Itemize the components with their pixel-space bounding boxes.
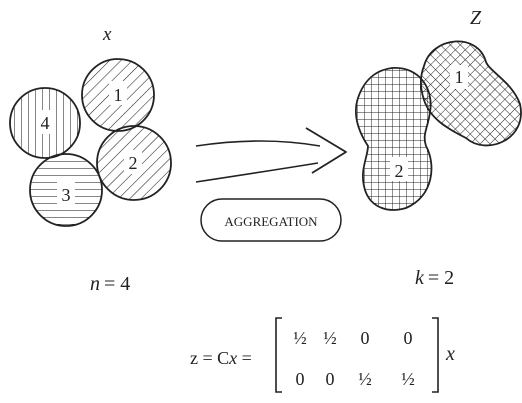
- matrix-cell: 0: [296, 369, 305, 389]
- matrix-cell: ½: [293, 328, 307, 348]
- circle-3-label: 3: [62, 185, 71, 205]
- arrow-shaft-top: [195, 140, 321, 147]
- matrix-cell: 0: [326, 369, 335, 389]
- blob-2-label: 2: [395, 161, 404, 181]
- blob-1-label: 1: [455, 67, 464, 87]
- arrow-head-icon: [305, 127, 347, 174]
- matrix-cell: 0: [404, 328, 413, 348]
- left-group: x 1 4 2 3 n= 4: [9, 24, 172, 295]
- equation-lhs: z = Cx =: [190, 348, 252, 368]
- matrix-cell: ½: [323, 328, 337, 348]
- matrix-right-bracket: [432, 317, 439, 393]
- matrix-cell: 0: [361, 328, 370, 348]
- right-count: k= 2: [415, 267, 454, 289]
- arrow-shaft-bottom: [195, 162, 319, 183]
- matrix-row-1: ½ ½ 0 0: [293, 328, 412, 348]
- right-group: Z 1 2 k= 2: [355, 7, 522, 289]
- aggregation-label-box: [200, 198, 342, 242]
- matrix-equation: z = Cx = ½ ½ 0 0 0 0 ½ ½ x: [190, 317, 455, 393]
- circle-4: 4: [9, 87, 81, 159]
- equation-rhs-var: x: [445, 343, 455, 365]
- circle-1: 1: [81, 58, 155, 132]
- aggregation-label: AGGREGATION: [224, 214, 318, 229]
- circle-2: 2: [96, 125, 172, 201]
- matrix-cell: ½: [358, 369, 372, 389]
- matrix-row-2: 0 0 ½ ½: [296, 369, 415, 389]
- aggregation-arrow: AGGREGATION: [195, 127, 347, 242]
- blob-1: 1: [420, 40, 522, 147]
- matrix-left-bracket: [275, 317, 282, 393]
- blob-2: 2: [355, 67, 433, 211]
- right-group-title: Z: [470, 7, 482, 29]
- matrix-cell: ½: [401, 369, 415, 389]
- circle-3: 3: [29, 153, 103, 227]
- left-count: n= 4: [90, 273, 130, 295]
- circle-2-label: 2: [129, 153, 138, 173]
- left-group-title: x: [102, 24, 112, 45]
- circle-1-label: 1: [114, 85, 123, 105]
- circle-4-label: 4: [41, 113, 50, 133]
